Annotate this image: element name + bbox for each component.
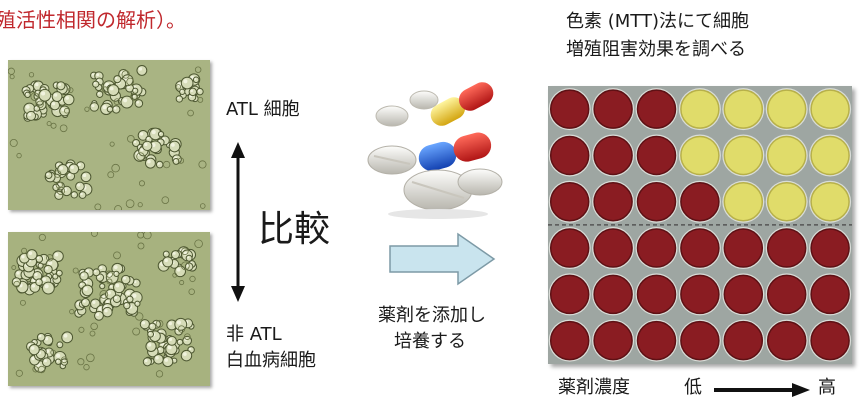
plate-well (680, 135, 720, 176)
non-atl-label-line2: 白血病細胞 (226, 350, 316, 371)
plate-well (680, 89, 720, 129)
plate-well (766, 274, 807, 315)
plate-well (723, 320, 764, 361)
plate-well (723, 228, 764, 268)
concentration-low-label: 低 (684, 377, 702, 398)
drug-add-label-line1: 薬剤を添加し (378, 305, 486, 326)
plate-well (680, 320, 720, 361)
mtt-title-line2: 増殖阻害効果を調べる (566, 39, 746, 60)
plate-well (593, 89, 633, 129)
plate-well (766, 228, 807, 268)
plate-well (549, 182, 590, 222)
plate-well (549, 274, 590, 315)
process-arrow (389, 232, 496, 286)
plate-well (636, 274, 677, 315)
plate-well (810, 228, 850, 268)
plate-well (636, 228, 677, 268)
plate-well (810, 274, 850, 315)
plate-well (810, 320, 850, 361)
plate-well (549, 135, 590, 176)
concentration-arrow (714, 383, 810, 397)
compare-label: 比較 (258, 209, 331, 250)
plate-well (723, 182, 764, 222)
plate-well (593, 182, 633, 222)
atl-cells-micrograph (8, 60, 210, 210)
plate-well (549, 320, 590, 361)
plate-well (766, 135, 807, 176)
plate-well (636, 89, 677, 129)
plate-well (549, 228, 590, 268)
concentration-label: 薬剤濃度 (558, 377, 630, 398)
pills-illustration (367, 82, 503, 219)
plate-well (593, 135, 633, 176)
plate-well (766, 89, 807, 129)
mtt-title-line1: 色素 (MTT)法にて細胞 (566, 11, 749, 32)
non-atl-label-line1: 非 ATL (226, 324, 282, 345)
atl-cells-label: ATL 細胞 (226, 99, 300, 120)
plate-well (680, 228, 720, 268)
non-atl-cells-micrograph (8, 232, 210, 386)
plate-well (636, 135, 677, 176)
plate-well (593, 274, 633, 315)
plate-well (593, 228, 633, 268)
plate-well (766, 320, 807, 361)
plate-well (680, 274, 720, 315)
plate-well (723, 274, 764, 315)
drug-add-label-line2: 培養する (394, 331, 466, 352)
compare-double-arrow (231, 142, 245, 302)
plate-well (766, 182, 807, 222)
plate-well (636, 320, 677, 361)
plate-well (810, 135, 850, 176)
plate-well (549, 89, 590, 129)
plate-well (723, 135, 764, 176)
plate-well (593, 320, 633, 361)
plate-well (636, 182, 677, 222)
heading-text: 殖活性相関の解析）。 (0, 8, 186, 32)
plate-well (810, 89, 850, 129)
concentration-high-label: 高 (818, 377, 836, 398)
plate-well (810, 182, 850, 222)
plate-well (680, 182, 720, 222)
mtt-well-plate (548, 86, 852, 364)
plate-well (723, 89, 764, 129)
